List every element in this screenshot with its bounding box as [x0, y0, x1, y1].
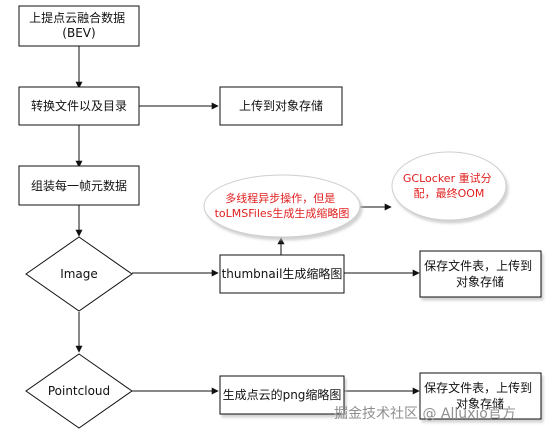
decision-pointcloud: Pointcloud	[25, 353, 133, 429]
node-png-thumbnail-label: 生成点云的png缩略图	[223, 387, 342, 402]
connectors	[75, 46, 420, 395]
note-multithread: 多线程异步操作，但是 toLMSFiles生成生成缩略图	[203, 174, 361, 238]
node-save-file-table-2: 保存文件表，上传到 对象存储	[419, 372, 542, 420]
node-thumbnail: thumbnail生成缩略图	[219, 254, 345, 294]
node-png-thumbnail: 生成点云的png缩略图	[219, 375, 345, 415]
node-upload-object-storage: 上传到对象存储	[219, 86, 343, 126]
node-assemble-frames-label: 组装每一帧元数据	[31, 178, 127, 193]
decision-image-label: Image	[60, 267, 98, 281]
watermark-text: 掘金技术社区 @ Alluxio官方	[334, 406, 516, 422]
note-gclocker: GCLocker 重试分 配，最终OOM	[391, 151, 507, 221]
decision-image: Image	[25, 236, 133, 312]
decision-pointcloud-label: Pointcloud	[48, 384, 110, 398]
note-multithread-text: 多线程异步操作，但是 toLMSFiles生成生成缩略图	[215, 191, 350, 220]
node-save-file-table-2-label: 保存文件表，上传到 对象存储	[424, 380, 536, 411]
node-upload-object-storage-label: 上传到对象存储	[239, 98, 323, 113]
node-fuse-bev-label: 上提点云融合数据 (BEV)	[29, 10, 129, 40]
node-fuse-bev: 上提点云融合数据 (BEV)	[18, 5, 140, 47]
node-convert-files-label: 转换文件以及目录	[31, 98, 127, 113]
node-assemble-frames: 组装每一帧元数据	[18, 165, 140, 206]
node-save-file-table-1-label: 保存文件表，上传到 对象存储	[424, 258, 536, 289]
node-convert-files: 转换文件以及目录	[18, 86, 140, 126]
note-gclocker-text: GCLocker 重试分 配，最终OOM	[403, 171, 495, 200]
node-save-file-table-1: 保存文件表，上传到 对象存储	[419, 250, 542, 298]
node-thumbnail-label: thumbnail生成缩略图	[222, 266, 343, 281]
